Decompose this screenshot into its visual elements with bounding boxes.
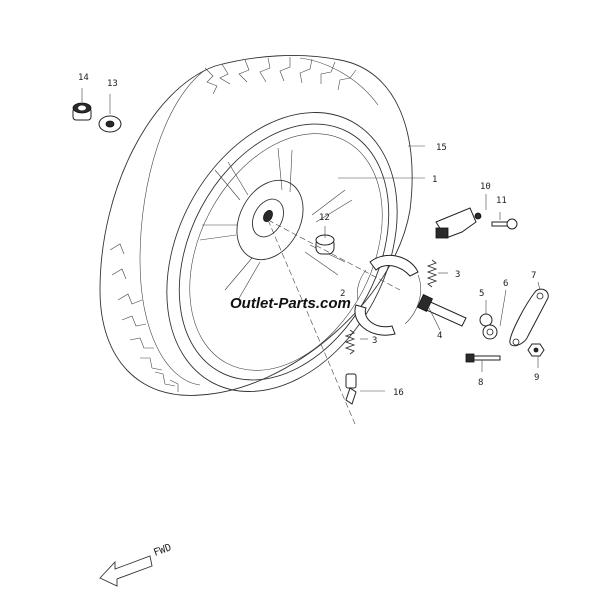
washer-part-5 [479,313,493,327]
brake-cam-part-4 [416,294,467,327]
screw-part-11 [491,218,518,230]
callout-numbers: 14 13 15 1 10 11 12 3 2 3 4 5 6 7 8 9 16 [78,73,539,398]
watermark-text: Outlet-Parts.com [230,295,351,312]
rear-tire [99,55,413,396]
callout-1: 1 [432,175,437,185]
callout-3-upper: 3 [455,270,460,280]
callout-7: 7 [531,271,536,281]
leader-lines [81,88,541,425]
collar-part-12 [315,234,335,255]
fwd-label: FWD [152,542,173,559]
callout-16: 16 [393,388,404,398]
callout-6: 6 [503,279,508,289]
forward-direction-indicator: FWD [99,542,173,587]
callout-4: 4 [437,331,442,341]
brake-arm-part-7 [509,288,549,347]
callout-2: 2 [340,289,345,299]
callout-14: 14 [78,73,89,83]
callout-5: 5 [479,289,484,299]
spring-part-3-lower [344,329,356,355]
washer-part-13 [98,115,122,133]
callout-12: 12 [319,213,330,223]
bracket-part-10 [435,207,482,239]
bolt-part-8 [465,353,501,363]
callout-15: 15 [436,143,447,153]
brake-shoe-part-2 [354,254,421,336]
callout-8: 8 [478,378,483,388]
callout-13: 13 [107,79,118,89]
seal-part-6 [482,324,498,340]
tire-valve-part-16 [345,373,357,405]
wheel-rim [166,112,398,392]
callout-11: 11 [496,196,507,206]
bushing-part-14 [72,102,92,121]
spring-part-3-upper [426,259,438,288]
callout-3-lower: 3 [372,336,377,346]
callout-9: 9 [534,373,539,383]
nut-part-9 [527,343,545,357]
callout-10: 10 [480,182,491,192]
forward-arrow-icon [99,555,153,587]
